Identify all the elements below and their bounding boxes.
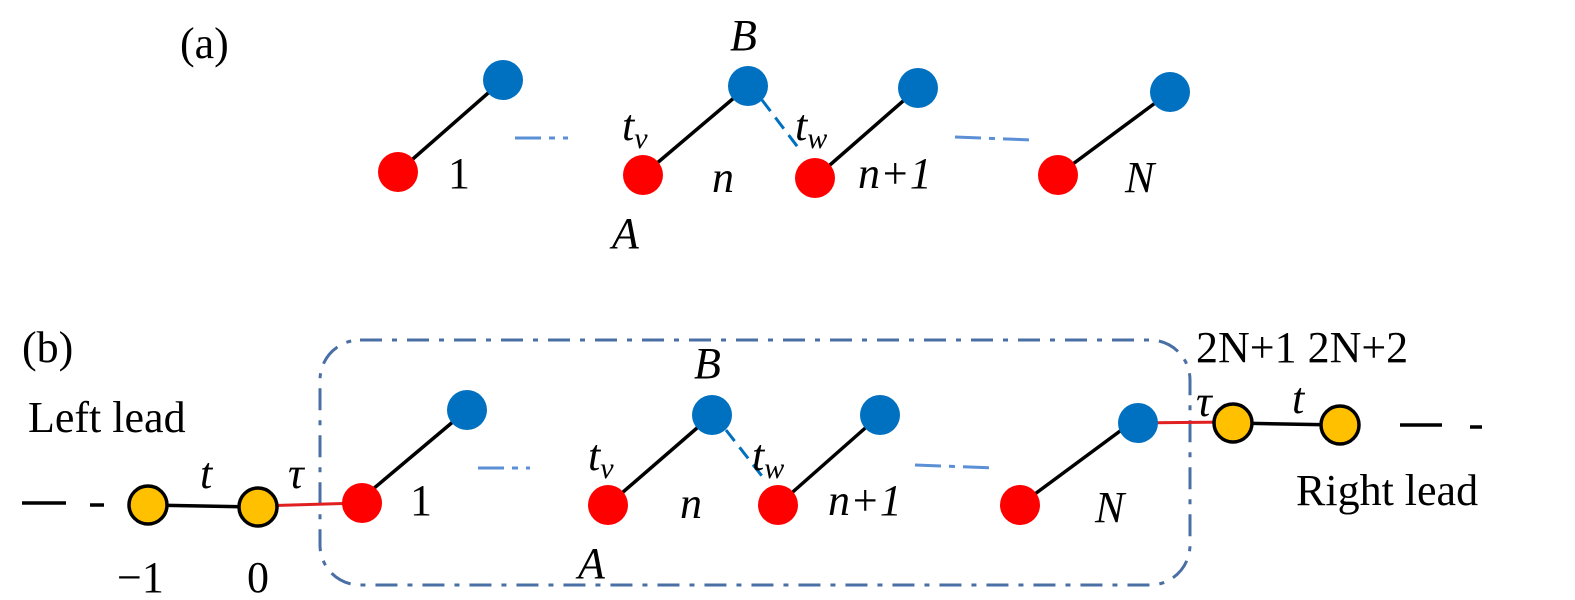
right-site-indices: 2N+1 2N+2 bbox=[1196, 323, 1408, 372]
site-a bbox=[1000, 485, 1040, 525]
panel-a-label: (a) bbox=[180, 19, 229, 68]
site-index: −1 bbox=[117, 553, 164, 600]
site-b-label: B bbox=[730, 11, 757, 60]
cell-label: n bbox=[712, 153, 734, 202]
site-b bbox=[728, 66, 768, 106]
site-a bbox=[758, 485, 798, 525]
tw-label: tw bbox=[752, 431, 784, 485]
intracell-bond bbox=[813, 86, 920, 180]
lead-site bbox=[1212, 402, 1254, 444]
intracell-bond bbox=[641, 84, 750, 177]
coupling-label: τ bbox=[288, 449, 306, 498]
cell-label: 1 bbox=[448, 149, 470, 198]
panel-b-label: (b) bbox=[22, 323, 73, 372]
tv-label: tv bbox=[622, 101, 648, 155]
intercell-bond bbox=[724, 429, 767, 481]
intracell-bond bbox=[358, 408, 469, 502]
right-lead-label: Right lead bbox=[1296, 466, 1478, 515]
site-a-label: A bbox=[609, 209, 640, 258]
site-b bbox=[1150, 72, 1190, 112]
left-lead-label: Left lead bbox=[28, 393, 186, 442]
site-b bbox=[1118, 403, 1158, 443]
site-b bbox=[898, 68, 938, 108]
coupling-label: τ bbox=[1196, 377, 1214, 426]
panel-b: (b) Left lead Right lead bbox=[22, 323, 1482, 600]
cell-label: n+1 bbox=[858, 149, 932, 198]
cell-label: n+1 bbox=[828, 476, 902, 525]
intracell-bond bbox=[606, 413, 714, 507]
intracell-bond bbox=[396, 78, 505, 174]
lead-hopping-label: t bbox=[200, 449, 214, 498]
intracell-bond bbox=[1056, 90, 1172, 177]
lead-site bbox=[127, 484, 169, 526]
tv-label: tv bbox=[588, 431, 614, 485]
cell-label: N bbox=[1094, 483, 1127, 532]
site-a bbox=[342, 483, 382, 523]
intercell-bond bbox=[760, 99, 802, 151]
site-a bbox=[795, 158, 835, 198]
site-a bbox=[378, 152, 418, 192]
cell-label: n bbox=[680, 479, 702, 528]
site-a-label: A bbox=[575, 539, 606, 588]
site-a bbox=[623, 155, 663, 195]
intracell-bond bbox=[1018, 418, 1137, 507]
panel-a: (a) B A tv tw 1 n n+1 N bbox=[180, 11, 1190, 258]
site-index: 0 bbox=[247, 553, 269, 600]
site-a bbox=[1038, 155, 1078, 195]
lead-hopping-label: t bbox=[1292, 374, 1306, 423]
intracell-bond bbox=[776, 413, 882, 507]
tw-label: tw bbox=[795, 101, 827, 155]
lead-site bbox=[237, 486, 279, 528]
site-b bbox=[483, 60, 523, 100]
cell-label: 1 bbox=[410, 476, 432, 525]
site-b bbox=[447, 390, 487, 430]
scattering-region-box bbox=[318, 338, 1192, 587]
ellipsis-dash bbox=[914, 463, 996, 470]
ellipsis-dash bbox=[954, 135, 1033, 142]
site-b bbox=[860, 395, 900, 435]
site-b-label: B bbox=[694, 339, 721, 388]
site-a bbox=[588, 485, 628, 525]
cell-label: N bbox=[1124, 153, 1157, 202]
site-b bbox=[692, 395, 732, 435]
lead-site bbox=[1319, 404, 1361, 446]
